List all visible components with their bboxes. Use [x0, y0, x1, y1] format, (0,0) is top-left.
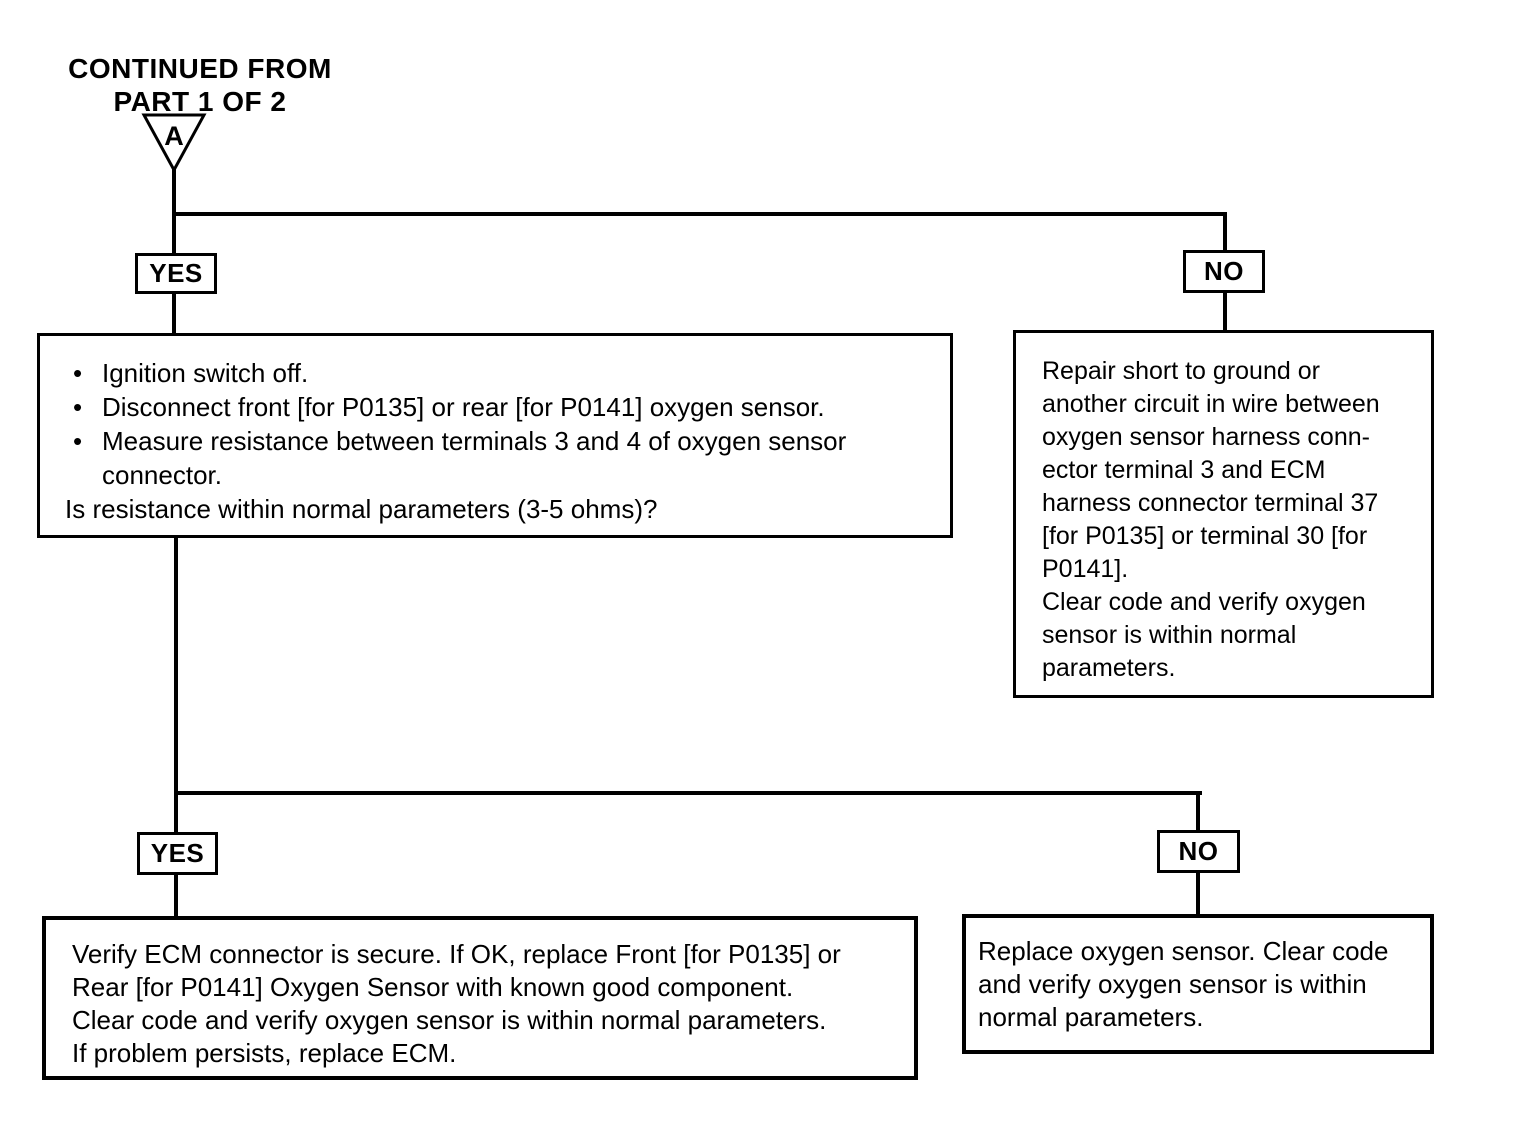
result-text-line: Clear code and verify oxygen sensor is w… — [72, 1005, 827, 1035]
yes-label-box-1: YES — [135, 253, 217, 294]
result-text-line: [for P0135] or terminal 30 [for — [1042, 522, 1368, 550]
result-text-line: ector terminal 3 and ECM — [1042, 456, 1326, 484]
result-text-line: Repair short to ground or — [1042, 357, 1320, 385]
no-label-box-1: NO — [1183, 250, 1265, 293]
result-text-line: Replace oxygen sensor. Clear code — [978, 936, 1389, 966]
off-page-connector-triangle-icon — [141, 113, 207, 174]
result-text-line: oxygen sensor harness conn- — [1042, 423, 1370, 451]
result-box-verify-ecm: Verify ECM connector is secure. If OK, r… — [42, 916, 918, 1080]
bullet-text-line: Disconnect front [for P0135] or rear [fo… — [102, 392, 825, 422]
bullet-item: • Disconnect front [for P0135] or rear [… — [73, 390, 932, 424]
connector-line-branch2-horizontal — [174, 791, 1202, 795]
off-page-connector-label: A — [164, 121, 184, 151]
result-box-repair-short: Repair short to ground or another circui… — [1013, 330, 1434, 698]
bullet-text-line: connector. — [102, 460, 222, 490]
connector-line-yes2-to-box3 — [174, 872, 178, 918]
connector-line-yes1-to-box1 — [172, 291, 176, 335]
bullet-icon: • — [73, 426, 83, 456]
result-text-line: another circuit in wire between — [1042, 390, 1380, 418]
continuation-header: CONTINUED FROM PART 1 OF 2 — [60, 52, 340, 118]
connector-line-to-no1 — [1223, 212, 1227, 254]
result-text-line: Rear [for P0141] Oxygen Sensor with know… — [72, 972, 794, 1002]
yes-label-1-text: YES — [149, 258, 203, 288]
connector-line-to-no2 — [1196, 791, 1200, 832]
result-text-line: harness connector terminal 37 — [1042, 489, 1379, 517]
connector-line-no1-to-box2 — [1223, 291, 1227, 333]
no-label-2-text: NO — [1178, 836, 1219, 866]
connector-line-a-to-yes1 — [172, 160, 176, 255]
connector-line-box1-to-yes2 — [174, 536, 178, 834]
bullet-text-line: Ignition switch off. — [102, 358, 309, 388]
result-text-line: P0141]. — [1042, 555, 1129, 583]
yes-label-box-2: YES — [137, 832, 218, 875]
result-text-line: normal parameters. — [978, 1002, 1204, 1032]
question-text: Is resistance within normal parameters (… — [65, 494, 658, 524]
bullet-text: Measure resistance between terminals 3 a… — [102, 424, 846, 492]
action-box-resistance-check: • Ignition switch off. • Disconnect fron… — [37, 333, 953, 538]
result-text-line: Clear code and verify oxygen — [1042, 588, 1366, 616]
bullet-item: • Measure resistance between terminals 3… — [73, 424, 932, 492]
no-label-1-text: NO — [1204, 256, 1244, 286]
bullet-text: Ignition switch off. — [102, 356, 308, 390]
bullet-text: Disconnect front [for P0135] or rear [fo… — [102, 390, 825, 424]
result-text-line: If problem persists, replace ECM. — [72, 1038, 457, 1068]
bullet-icon: • — [73, 358, 83, 388]
continuation-header-line1: CONTINUED FROM — [68, 53, 332, 84]
continuation-header-line2: PART 1 OF 2 — [113, 86, 287, 117]
bullet-icon: • — [73, 392, 83, 422]
no-label-box-2: NO — [1157, 830, 1240, 873]
result-text-line: and verify oxygen sensor is within — [978, 969, 1367, 999]
result-text-line: parameters. — [1042, 654, 1176, 682]
yes-label-2-text: YES — [150, 838, 205, 868]
connector-line-branch1-horizontal — [172, 212, 1227, 216]
result-box-replace-sensor: Replace oxygen sensor. Clear code and ve… — [962, 914, 1434, 1054]
result-text-line: Verify ECM connector is secure. If OK, r… — [72, 939, 841, 969]
bullet-item: • Ignition switch off. — [73, 356, 932, 390]
connector-line-no2-to-box4 — [1196, 870, 1200, 916]
bullet-text-line: Measure resistance between terminals 3 a… — [102, 426, 847, 456]
result-text-line: sensor is within normal — [1042, 621, 1297, 649]
